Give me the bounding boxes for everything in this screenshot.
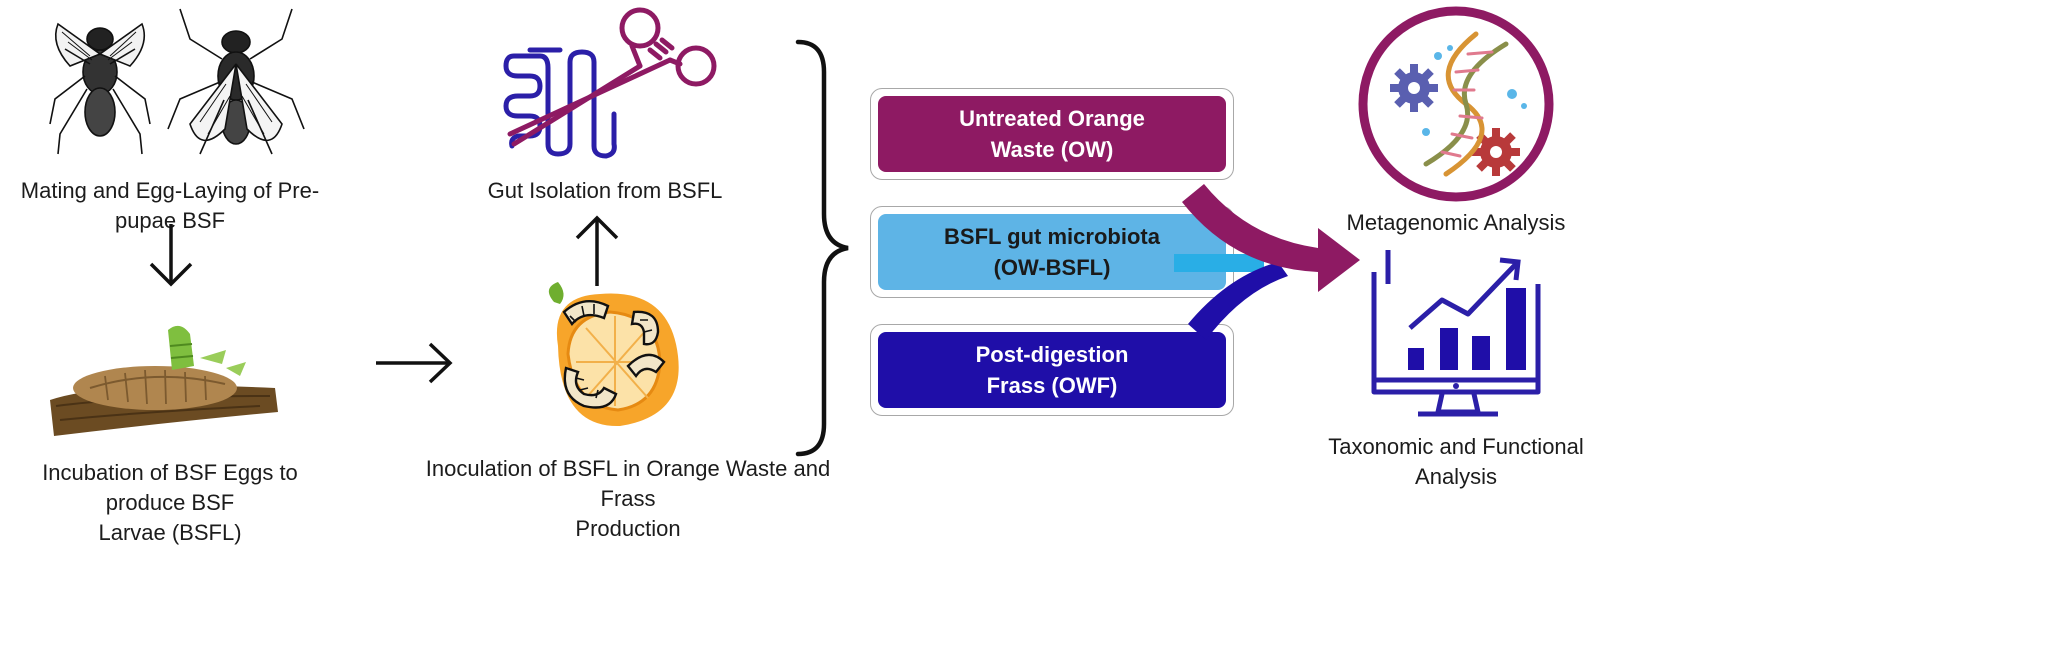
right-arrow: [376, 342, 453, 384]
incubation-caption-line1: Incubation of BSF Eggs to produce BSF: [42, 460, 298, 515]
inoculation-caption-line2: Production: [575, 516, 681, 541]
sample-box-owf: Post-digestion Frass (OWF): [870, 324, 1234, 416]
fly-icon: [167, 8, 305, 155]
monitor-chart-icon: [1371, 250, 1541, 417]
sample-label-line2: Waste (OW): [990, 137, 1114, 162]
down-arrow: [149, 224, 193, 287]
dna-icon: [1423, 31, 1509, 177]
merge-arrows: [1174, 184, 1360, 340]
larva-icon: [50, 325, 278, 436]
mating-caption: Mating and Egg-Laying of Pre-pupae BSF: [20, 178, 320, 233]
light-blue-arrow: [1174, 254, 1264, 272]
sample-label-line1: BSFL gut microbiota: [944, 224, 1160, 249]
sample-label-line2: (OW-BSFL): [993, 255, 1111, 280]
sample-label-line1: Post-digestion: [975, 342, 1129, 367]
up-arrow: [575, 215, 619, 286]
sample-label-line2: Frass (OWF): [986, 373, 1118, 398]
curly-brace: [795, 39, 849, 457]
orange-larvae-icon: [548, 282, 679, 427]
inoculation-caption-line1: Inoculation of BSFL in Orange Waste and …: [425, 456, 831, 511]
sample-box-ow-bsfl: BSFL gut microbiota (OW-BSFL): [870, 206, 1234, 298]
sample-box-untreated-ow: Untreated Orange Waste (OW): [870, 88, 1234, 180]
sample-box-ow-bsfl-fill: BSFL gut microbiota (OW-BSFL): [878, 214, 1226, 290]
inoculation-caption: Inoculation of BSFL in Orange Waste and …: [418, 454, 838, 544]
gear-icon: [1472, 128, 1520, 176]
gear-icon: [1390, 64, 1438, 112]
metagenomic-caption: Metagenomic Analysis: [1346, 210, 1566, 235]
purple-arrow: [1182, 184, 1360, 292]
incubation-caption-line2: Larvae (BSFL): [98, 520, 242, 545]
gut-caption: Gut Isolation from BSFL: [487, 178, 723, 203]
intestine-scissors-icon: [503, 7, 717, 159]
incubation-caption: Incubation of BSF Eggs to produce BSF La…: [0, 458, 340, 548]
taxonomic-caption: Taxonomic and Functional Analysis: [1326, 432, 1586, 492]
fly-icon: [49, 22, 151, 155]
taxonomic-caption-line2: Analysis: [1415, 464, 1497, 489]
sample-label-line1: Untreated Orange: [959, 106, 1145, 131]
dark-blue-arrow: [1188, 262, 1288, 340]
fly-illustration: [49, 8, 305, 155]
sample-box-owf-fill: Post-digestion Frass (OWF): [878, 332, 1226, 408]
taxonomic-caption-line1: Taxonomic and Functional: [1328, 434, 1584, 459]
sample-box-untreated-ow-fill: Untreated Orange Waste (OW): [878, 96, 1226, 172]
dna-gears-icon: [1358, 6, 1554, 202]
chart-bars: [1408, 288, 1526, 370]
